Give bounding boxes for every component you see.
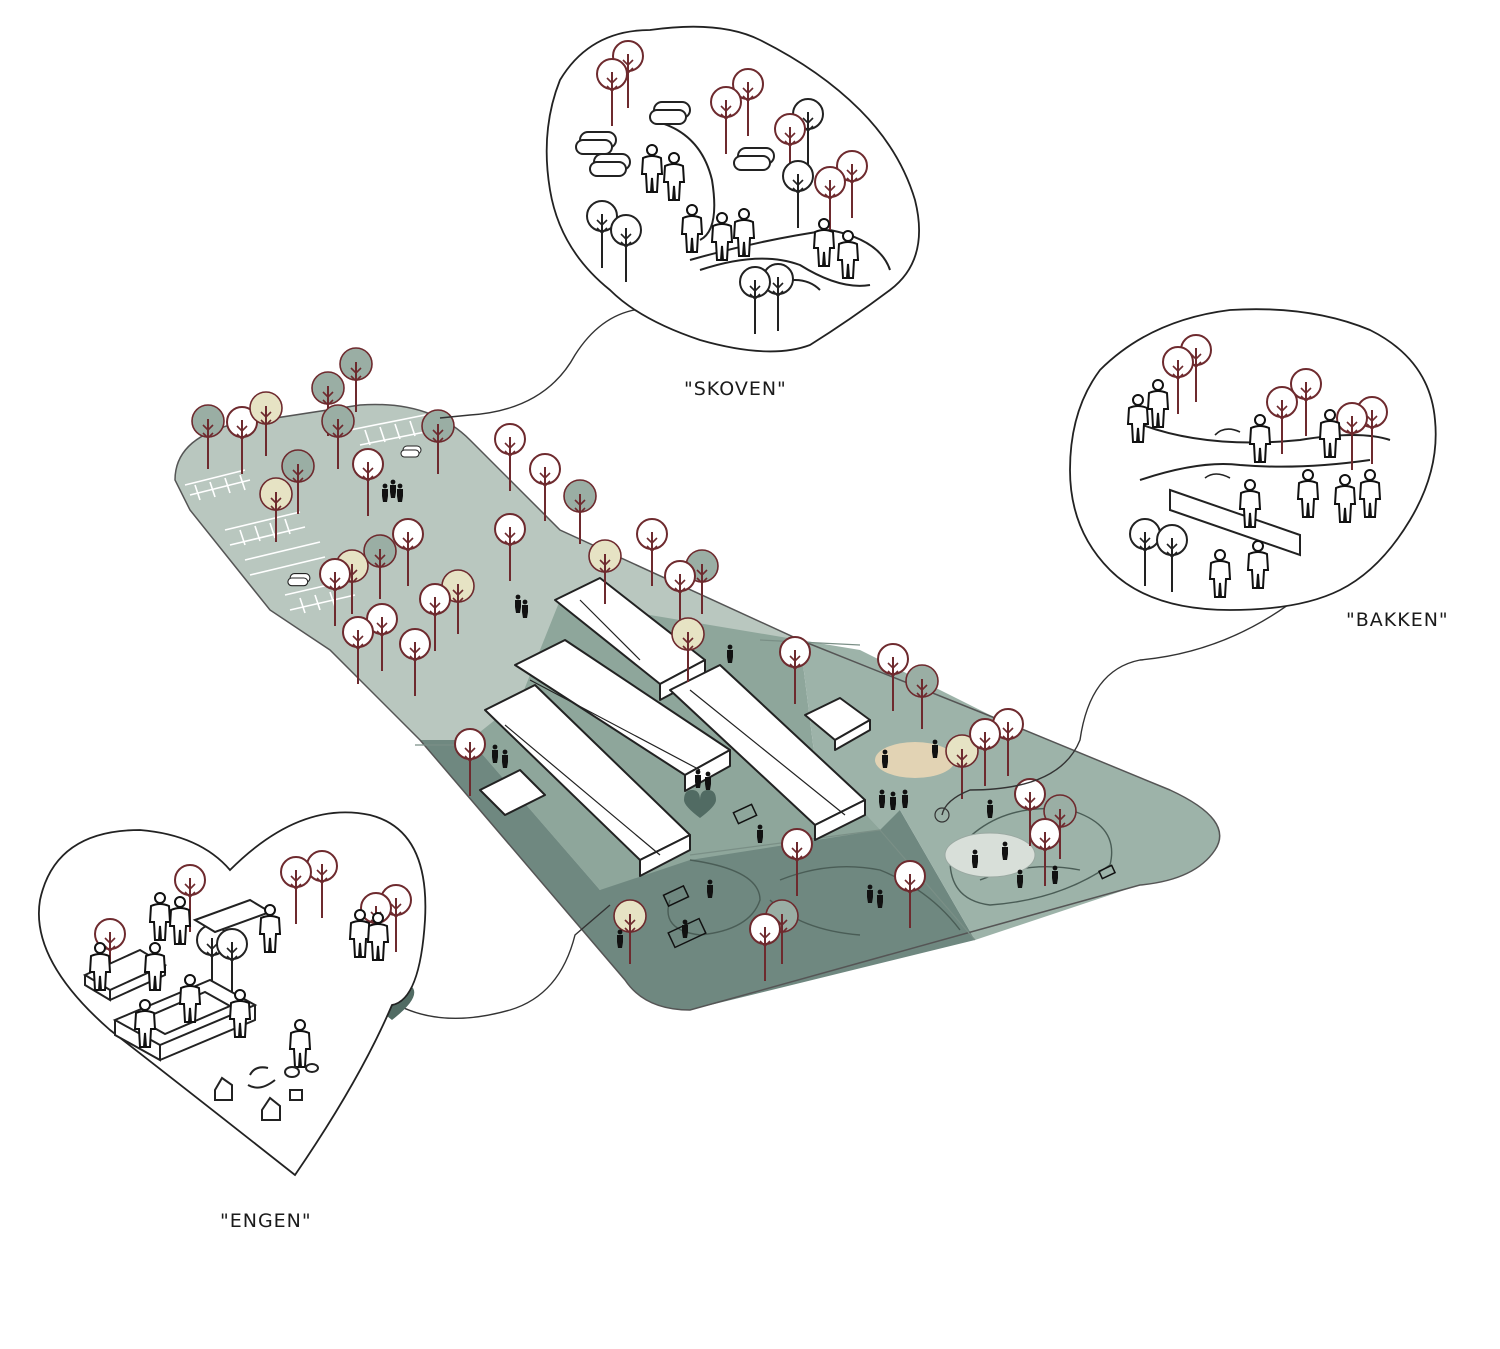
engen-bubble xyxy=(38,811,427,1177)
sandbox-icon xyxy=(667,917,707,949)
sandbox-icon xyxy=(662,884,690,908)
bakken-bubble xyxy=(1069,308,1437,611)
site-plan xyxy=(174,347,1221,1011)
slide-icon xyxy=(1169,488,1301,557)
skoven-label: "SKOVEN" xyxy=(684,378,787,400)
parking-area xyxy=(184,411,451,614)
main-building xyxy=(479,577,871,877)
site-node xyxy=(934,807,950,823)
heart-icon xyxy=(684,790,716,818)
footpaths xyxy=(667,807,1113,936)
bakken-label: "BAKKEN" xyxy=(1346,609,1449,631)
skoven-bubble xyxy=(545,25,920,353)
engen-label: "ENGEN" xyxy=(220,1210,312,1232)
connector-lines xyxy=(391,307,1336,1020)
